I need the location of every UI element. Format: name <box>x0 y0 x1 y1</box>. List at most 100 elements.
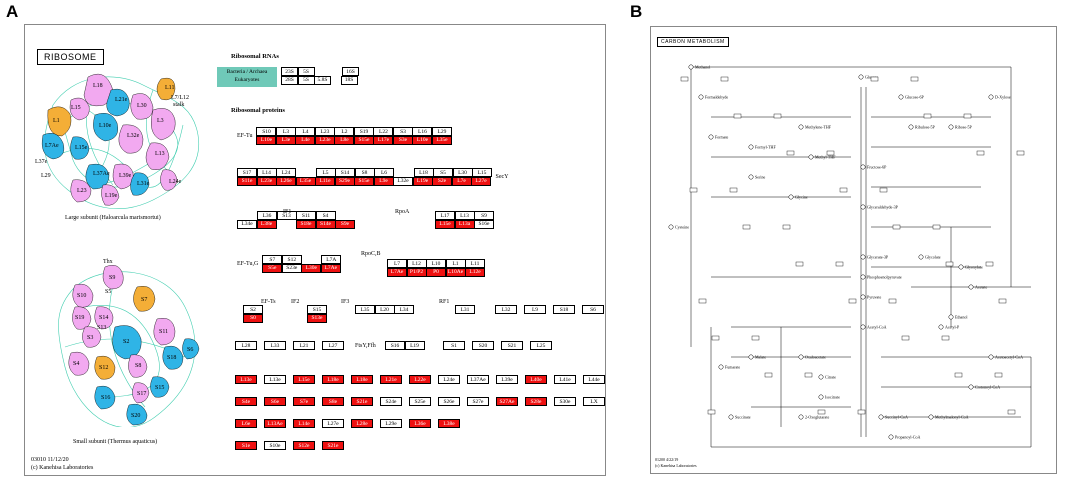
protein-cell[interactable]: P0 <box>426 267 446 277</box>
protein-cell[interactable]: L36e <box>409 419 431 428</box>
protein-cell[interactable]: L38e <box>438 419 460 428</box>
protein-cell[interactable]: L35e <box>295 176 316 186</box>
protein-cell[interactable]: L15e <box>293 375 315 384</box>
protein-cell[interactable]: L13e <box>235 375 257 384</box>
protein-cell[interactable]: S10e <box>264 441 286 450</box>
protein-cell[interactable]: S14e <box>315 219 336 229</box>
protein-cell[interactable]: L27e <box>322 419 344 428</box>
protein-cell[interactable]: L28e <box>351 419 373 428</box>
protein-cell[interactable]: S15e <box>354 176 374 186</box>
protein-cell[interactable]: S5e <box>262 263 283 273</box>
protein-cell[interactable]: L44e <box>583 375 605 384</box>
protein-cell[interactable]: S16 <box>385 341 405 350</box>
protein-cell[interactable]: S27Ae <box>496 397 518 406</box>
protein-cell[interactable]: S3e <box>392 135 413 145</box>
protein-cell[interactable]: L7Ae <box>387 267 407 277</box>
protein-cell[interactable]: S21 <box>501 341 523 350</box>
rna-cell[interactable]: 28S <box>281 75 298 85</box>
protein-cell[interactable]: L9e <box>373 176 394 186</box>
protein-cell[interactable]: L11e <box>315 176 335 186</box>
protein-cell[interactable]: S28e <box>525 397 547 406</box>
protein-cell[interactable]: L20 <box>374 305 395 314</box>
protein-cell[interactable]: L41e <box>554 375 576 384</box>
protein-cell[interactable]: L19 <box>404 341 425 350</box>
protein-cell[interactable]: S6 <box>582 305 604 314</box>
protein-cell[interactable]: S1 <box>443 341 465 350</box>
protein-cell[interactable]: L23e <box>314 135 335 145</box>
protein-cell[interactable]: S30e <box>554 397 576 406</box>
protein-cell[interactable]: L18e <box>351 375 373 384</box>
protein-cell[interactable]: S18 <box>553 305 575 314</box>
protein-cell[interactable]: S9e <box>335 219 355 229</box>
rna-cell[interactable]: 18S <box>340 75 358 85</box>
protein-cell[interactable]: L27 <box>322 341 344 350</box>
protein-cell[interactable]: S18e <box>296 219 316 229</box>
protein-cell[interactable]: L28 <box>235 341 257 350</box>
protein-cell[interactable]: L25 <box>530 341 552 350</box>
protein-cell[interactable]: L17e <box>373 135 394 145</box>
protein-cell[interactable]: L21e <box>380 375 402 384</box>
protein-cell[interactable]: S15e <box>353 135 374 145</box>
protein-cell[interactable]: L13Ae <box>264 419 286 428</box>
protein-cell[interactable]: S6e <box>264 397 286 406</box>
protein-cell[interactable]: L10Ae <box>445 267 466 277</box>
protein-cell[interactable]: L21 <box>293 341 315 350</box>
protein-cell[interactable]: S13e <box>307 313 327 323</box>
protein-cell[interactable]: L12e <box>465 267 485 277</box>
protein-cell[interactable]: S8e <box>322 397 344 406</box>
protein-cell[interactable]: L32e <box>393 176 413 186</box>
protein-cell[interactable]: L27e <box>471 176 491 186</box>
protein-cell[interactable]: L6e <box>235 419 257 428</box>
protein-cell[interactable]: L14e <box>293 419 315 428</box>
protein-cell[interactable]: S7e <box>293 397 315 406</box>
protein-cell[interactable]: L8e <box>334 135 355 145</box>
protein-cell[interactable]: L4e <box>295 135 316 145</box>
protein-cell[interactable]: LX <box>583 397 605 406</box>
rna-cell[interactable]: 5.8S <box>314 75 331 85</box>
protein-cell[interactable]: S1e <box>235 441 257 450</box>
protein-cell[interactable]: S20 <box>472 341 494 350</box>
protein-cell[interactable]: S4e <box>235 397 257 406</box>
protein-cell[interactable]: L13a <box>454 219 475 229</box>
protein-cell[interactable]: L35e <box>431 135 452 145</box>
protein-cell[interactable]: P1/P2 <box>406 267 427 277</box>
protein-cell[interactable]: L33 <box>264 341 286 350</box>
protein-cell[interactable]: L35 <box>355 305 375 314</box>
protein-cell[interactable]: L29e <box>380 419 402 428</box>
protein-cell[interactable]: L30e <box>301 263 322 273</box>
protein-cell[interactable]: L34 <box>394 305 414 314</box>
protein-cell[interactable]: S24e <box>380 397 402 406</box>
protein-cell[interactable]: S27e <box>467 397 489 406</box>
protein-cell[interactable]: L15e <box>435 219 455 229</box>
protein-cell[interactable]: S23e <box>281 263 302 273</box>
protein-cell[interactable]: L22e <box>409 375 431 384</box>
protein-cell[interactable]: L3e <box>275 135 296 145</box>
protein-cell[interactable]: L7Ae <box>320 263 341 273</box>
protein-cell[interactable]: S12e <box>293 441 315 450</box>
protein-cell[interactable]: L32 <box>495 305 517 314</box>
rna-cell[interactable]: 5S <box>297 75 315 85</box>
protein-cell[interactable]: L13e <box>264 375 286 384</box>
protein-cell[interactable]: L38e <box>256 219 277 229</box>
protein-cell[interactable]: S16e <box>474 219 494 229</box>
protein-cell[interactable]: S29e <box>334 176 355 186</box>
protein-cell[interactable]: L9 <box>524 305 546 314</box>
protein-cell[interactable]: L31 <box>455 305 475 314</box>
protein-cell[interactable]: S26e <box>438 397 460 406</box>
protein-cell[interactable]: L18e <box>322 375 344 384</box>
protein-cell[interactable]: S0 <box>243 313 263 323</box>
protein-cell[interactable]: L7e <box>451 176 472 186</box>
protein-cell[interactable]: L23e <box>256 176 277 186</box>
protein-cell[interactable]: L24e <box>438 375 460 384</box>
protein-cell[interactable]: L26e <box>276 176 296 186</box>
protein-cell[interactable]: L10e <box>256 135 277 145</box>
protein-cell[interactable]: S25e <box>409 397 431 406</box>
protein-cell[interactable]: S11e <box>237 176 257 186</box>
protein-cell[interactable]: L39e <box>496 375 518 384</box>
protein-cell[interactable]: S21e <box>351 397 373 406</box>
protein-cell[interactable]: L34e <box>237 219 257 229</box>
protein-cell[interactable]: L40e <box>525 375 547 384</box>
protein-cell[interactable]: S2e <box>432 176 452 186</box>
protein-cell[interactable]: S21e <box>322 441 344 450</box>
protein-cell[interactable]: L10e <box>412 135 433 145</box>
